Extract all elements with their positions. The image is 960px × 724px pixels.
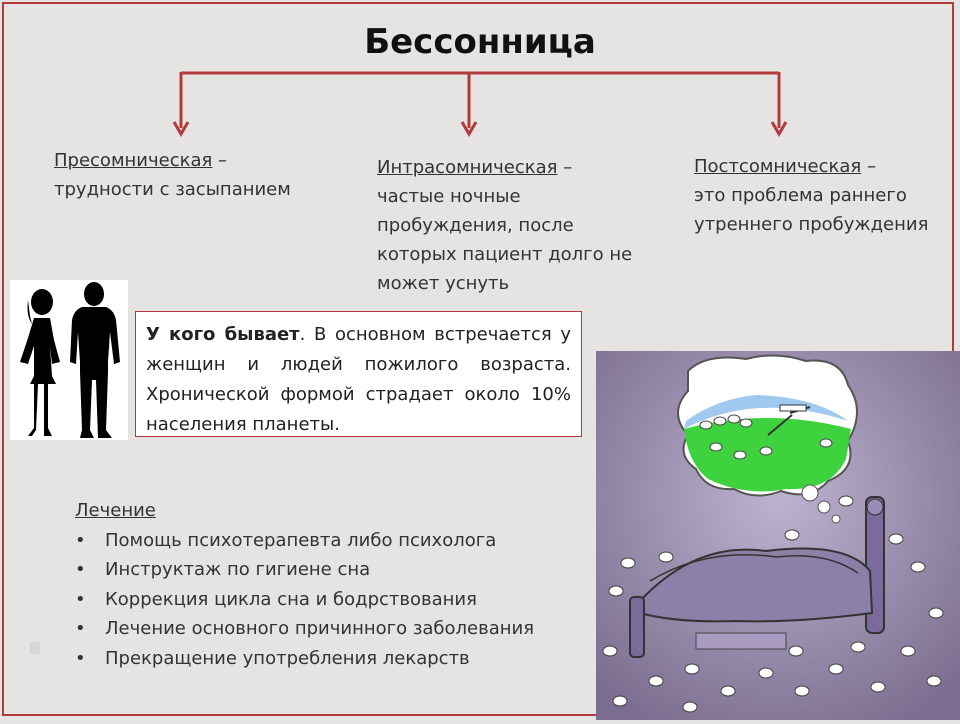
type-description: это проблема раннего утреннего пробужден…: [694, 185, 929, 235]
type-postsomnic: Постсомническая – это проблема раннего у…: [694, 152, 934, 239]
type-description: частые ночные пробуждения, после которых…: [377, 186, 633, 294]
treatment-list: Помощь психотерапевта либо психолога Инс…: [75, 526, 534, 674]
who-text: . В основном встречается у женщин и люде…: [146, 324, 571, 435]
small-placeholder-icon: [30, 642, 40, 654]
type-description: трудности с засыпанием: [54, 179, 291, 200]
type-dash: –: [557, 157, 573, 178]
list-item: Коррекция цикла сна и бодрствования: [75, 585, 534, 615]
type-name: Постсомническая: [694, 156, 862, 177]
treatment-section: Лечение Помощь психотерапевта либо психо…: [75, 496, 534, 673]
type-intrasomnic: Интрасомническая – частые ночные пробужд…: [377, 153, 637, 298]
who-gets-it-box: У кого бывает. В основном встречается у …: [135, 311, 582, 437]
sheep-insomnia-cartoon: [596, 351, 960, 720]
type-dash: –: [212, 150, 228, 171]
treatment-heading: Лечение: [75, 500, 156, 521]
list-item: Инструктаж по гигиене сна: [75, 555, 534, 585]
man-woman-silhouette: [10, 280, 128, 440]
type-presomnic: Пресомническая – трудности с засыпанием: [54, 146, 344, 204]
type-dash: –: [861, 156, 876, 177]
slide-title: Бессонница: [364, 22, 596, 62]
list-item: Лечение основного причинного заболевания: [75, 614, 534, 644]
list-item: Помощь психотерапевта либо психолога: [75, 526, 534, 556]
type-name: Пресомническая: [54, 150, 213, 171]
list-item: Прекращение употребления лекарств: [75, 644, 534, 674]
who-label: У кого бывает: [146, 324, 300, 345]
type-name: Интрасомническая: [377, 157, 558, 178]
